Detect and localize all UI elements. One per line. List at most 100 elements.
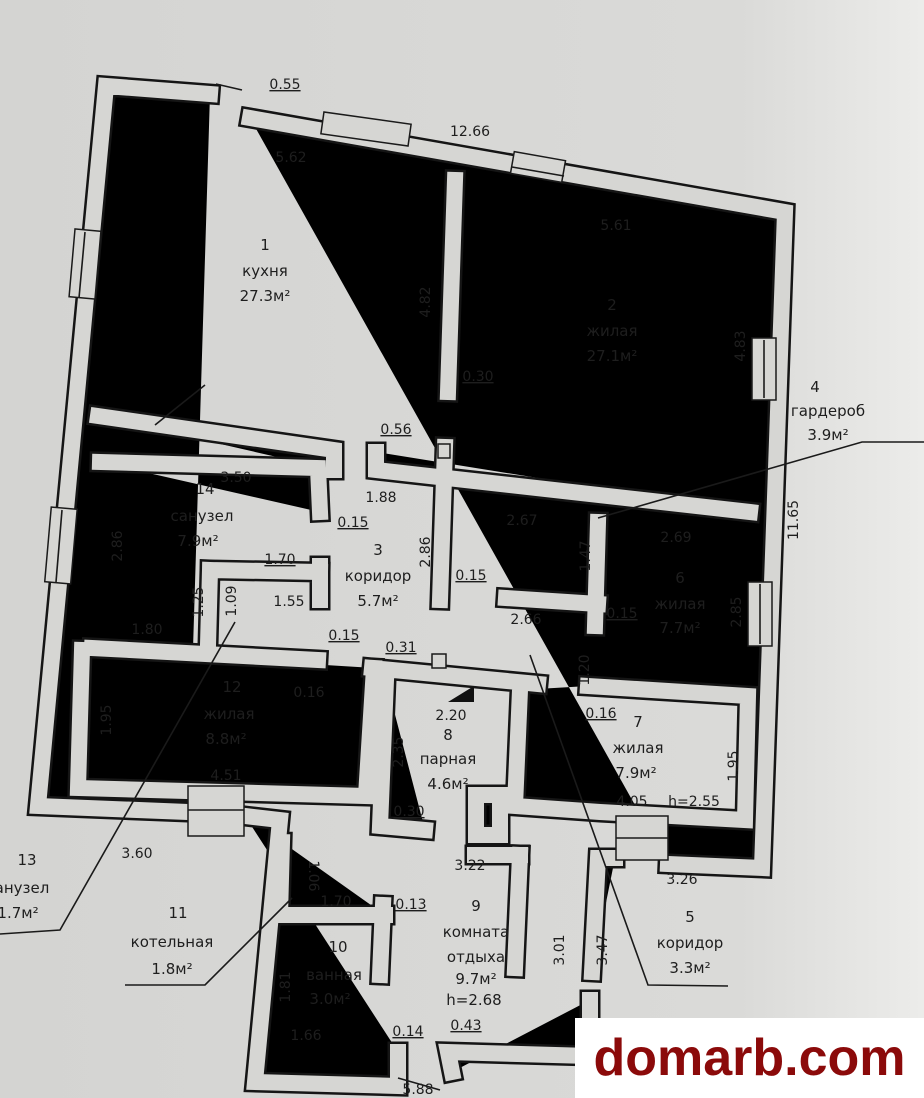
dimension: 0.15 — [337, 515, 368, 531]
room-9-name: комната — [443, 923, 509, 941]
dimension: 2.86 — [110, 530, 126, 561]
dimension: 3.01 — [552, 934, 568, 965]
room-5-number: 5 — [685, 908, 695, 926]
window-pane — [78, 231, 86, 299]
room-9-name-line2: отдыха — [447, 948, 505, 966]
dimension: 0.15 — [455, 568, 486, 584]
window — [320, 111, 412, 147]
dimension: 0.56 — [380, 422, 411, 438]
room-2-number: 2 — [607, 296, 617, 314]
dimension: 0.15 — [606, 606, 637, 622]
dimension: 1.06 — [305, 860, 321, 891]
dimension: 1.70 — [320, 894, 351, 910]
room-7-area: 7.9м² — [615, 764, 656, 782]
room-13-name: анузел — [0, 879, 49, 897]
dimension: 0.13 — [395, 897, 426, 913]
room-8-area: 4.6м² — [427, 775, 468, 793]
leader-line-13 — [0, 621, 236, 935]
dimension: 0.16 — [585, 706, 616, 722]
room-2-area: 27.1м² — [587, 347, 638, 365]
dimension: 0.55 — [269, 77, 300, 93]
room-10-name: ванная — [306, 966, 362, 984]
room-12-area: 8.8м² — [205, 730, 246, 748]
dimension: 4.82 — [418, 286, 434, 317]
dimension: 0.43 — [450, 1018, 481, 1034]
room-14-area: 7.9м² — [177, 532, 218, 550]
dimension: 1.20 — [577, 654, 593, 685]
room-5-area: 3.3м² — [669, 959, 710, 977]
dimension: 3.26 — [666, 872, 697, 888]
walls — [38, 86, 785, 1086]
room-7-height: h=2.55 — [668, 794, 720, 810]
dimension: 2.69 — [660, 530, 691, 546]
window — [68, 228, 102, 300]
room-14-name: санузел — [171, 507, 234, 525]
dimension: 4.83 — [733, 330, 749, 361]
dimension: 0.30 — [462, 369, 493, 385]
dimension: 3.60 — [121, 846, 152, 862]
room-8-name: парная — [420, 750, 477, 768]
room-4-area: 3.9м² — [807, 426, 848, 444]
dimension: 0.15 — [328, 628, 359, 644]
room-13-number: 13 — [17, 851, 36, 869]
room-14-number: 14 — [195, 480, 214, 498]
dimension: 5.62 — [275, 150, 306, 166]
room-12-name: жилая — [203, 705, 254, 723]
room-10-area: 3.0м² — [309, 990, 350, 1008]
dimension: 1.47 — [578, 540, 594, 571]
watermark-text: domarb.com — [593, 1029, 906, 1087]
dimension: 0.30 — [393, 804, 424, 820]
room-6-number: 6 — [675, 569, 685, 587]
dimension: 1.25 — [191, 586, 207, 617]
dimension: 12.66 — [450, 124, 490, 140]
room-1-number: 1 — [260, 236, 270, 254]
room-1-area: 27.3м² — [240, 287, 291, 305]
room-3-number: 3 — [373, 541, 383, 559]
room-9-number: 9 — [471, 897, 481, 915]
room-11-number: 11 — [168, 904, 187, 922]
dimension: 2.66 — [510, 612, 541, 628]
room-6-area: 7.7м² — [659, 619, 700, 637]
dimension: 2.86 — [418, 536, 434, 567]
dimension: 1.70 — [264, 552, 295, 568]
dimension: 5.61 — [600, 218, 631, 234]
room-9-area: 9.7м² — [455, 970, 496, 988]
leader-line-4 — [597, 441, 924, 519]
room-labels: 1 кухня 27.3м² 2 жилая 27.1м² 3 коридор … — [0, 236, 865, 1009]
dimension: 11.65 — [786, 500, 802, 540]
room-12-number: 12 — [222, 678, 241, 696]
leader-line-bottom — [397, 1077, 441, 1091]
room-7-number: 7 — [633, 713, 643, 731]
window-pane — [55, 509, 63, 583]
wall-stub — [215, 83, 243, 91]
dimension: 3.50 — [220, 470, 251, 486]
chimney — [431, 653, 447, 669]
window — [187, 785, 245, 837]
room-9-height: h=2.68 — [446, 991, 501, 1009]
room-1-name: кухня — [242, 262, 288, 280]
dimension-labels: 0.55 5.62 12.66 5.61 4.82 0.30 4.83 0.56… — [99, 77, 802, 1098]
dimension: 2.85 — [729, 596, 745, 627]
dimension: 0.16 — [293, 685, 324, 701]
leader-line-5 — [529, 654, 729, 987]
dimension: 1.80 — [131, 622, 162, 638]
room-3-area: 5.7м² — [357, 592, 398, 610]
window — [43, 506, 78, 585]
dimension: 3.22 — [454, 858, 485, 874]
window-pane — [511, 166, 565, 177]
room-2-name: жилая — [586, 322, 637, 340]
dimension: 2.20 — [435, 708, 466, 724]
dimension: 1.66 — [290, 1028, 321, 1044]
dimension: 4.51 — [210, 768, 241, 784]
dimension: 4.05 — [616, 794, 647, 810]
leader-tick — [154, 384, 206, 426]
dimension: 2.67 — [506, 513, 537, 529]
room-10-number: 10 — [328, 938, 347, 956]
room-5-name: коридор — [657, 934, 724, 952]
room-4-name: гардероб — [791, 402, 865, 420]
room-6-name: жилая — [654, 595, 705, 613]
room-13-area: 1.7м² — [0, 904, 39, 922]
stove-marker — [448, 686, 474, 702]
dimension: 1.81 — [278, 971, 294, 1002]
